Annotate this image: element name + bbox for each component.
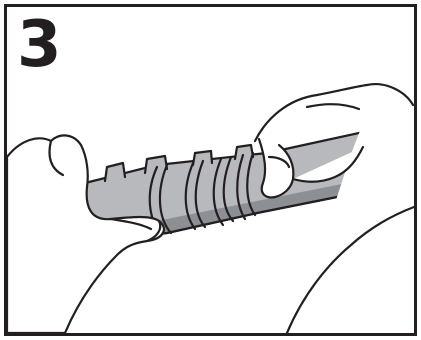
instruction-panel: 3 <box>4 4 417 336</box>
hands-holding-tube-illustration <box>7 7 414 333</box>
left-hand <box>7 135 164 333</box>
